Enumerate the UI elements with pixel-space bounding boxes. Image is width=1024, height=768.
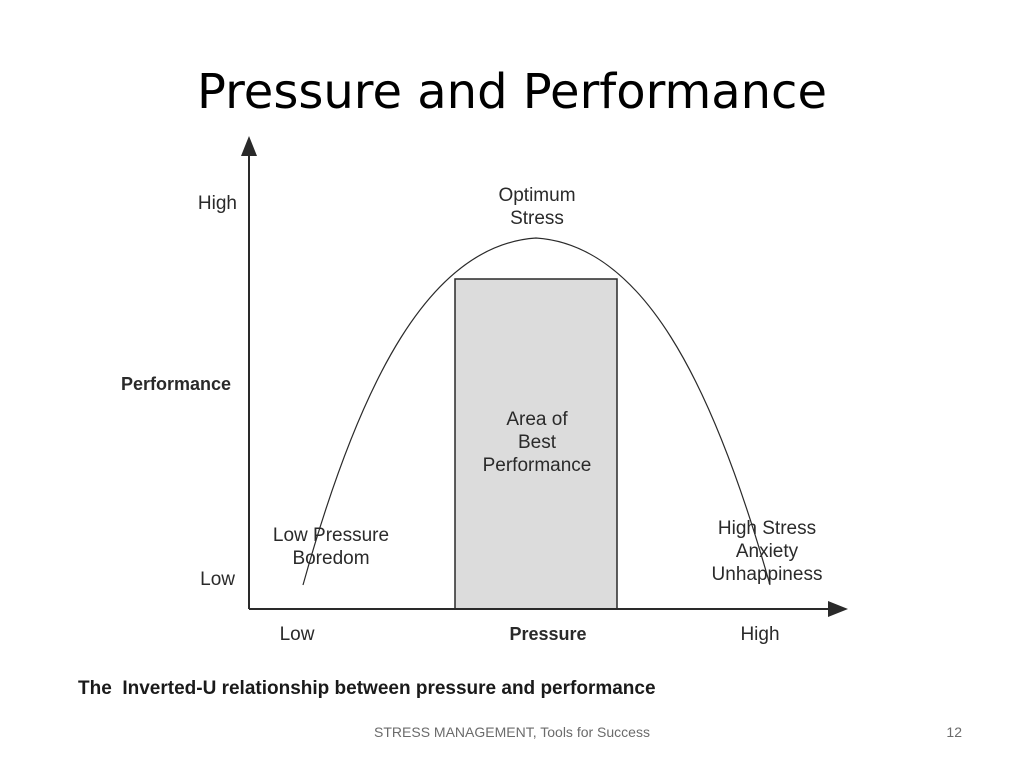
y-axis-label: Performance: [121, 374, 231, 394]
slide-page-number: 12: [946, 724, 962, 740]
best-area-label-line-3: Performance: [483, 455, 592, 476]
peak-label-line-1: Optimum: [498, 185, 575, 206]
right-zone-label-line-1: High Stress: [718, 518, 816, 539]
slide-title: Pressure and Performance: [197, 64, 827, 120]
left-zone-label-line-2: Boredom: [292, 548, 369, 569]
y-axis-low-label: Low: [200, 569, 235, 590]
figure-caption: The Inverted-U relationship between pres…: [78, 678, 656, 699]
y-axis-high-label: High: [198, 193, 237, 214]
inverted-u-curve: [302, 237, 771, 586]
best-area-label-line-1: Area of: [506, 409, 568, 430]
right-zone-label-line-3: Unhappiness: [712, 564, 823, 585]
right-zone-label-line-2: Anxiety: [736, 541, 799, 562]
peak-label-line-2: Stress: [510, 208, 564, 229]
best-area-label-line-2: Best: [518, 432, 557, 453]
slide-footer: STRESS MANAGEMENT, Tools for Success: [374, 724, 650, 740]
left-zone-label-line-1: Low Pressure: [273, 525, 389, 546]
x-axis-label: Pressure: [509, 624, 586, 644]
y-axis-arrow-icon: [241, 136, 257, 156]
best-performance-area: [454, 278, 618, 610]
x-axis-high-label: High: [740, 624, 779, 645]
x-axis-low-label: Low: [280, 624, 315, 645]
x-axis-arrow-icon: [828, 601, 848, 617]
